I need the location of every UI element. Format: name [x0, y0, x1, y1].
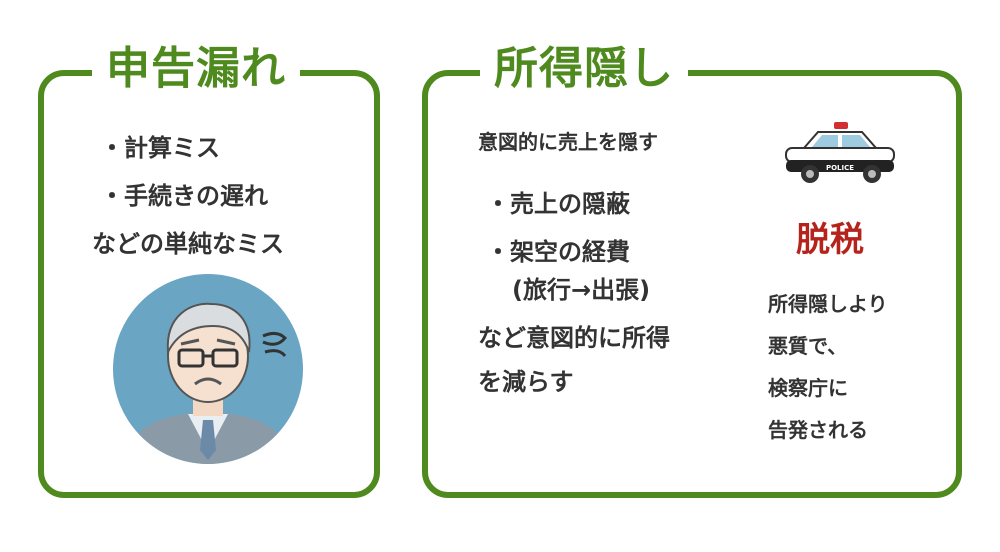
tax-evasion-line-1: 所得隠しより [768, 292, 888, 316]
panel-filing-omission: 申告漏れ ・計算ミス ・手続きの遅れ などの単純なミス [38, 34, 380, 498]
summary-line-1: など意図的に所得 [478, 324, 670, 352]
list-item-calculation-error: ・計算ミス [100, 134, 220, 162]
summary-simple-mistakes: などの単純なミス [92, 230, 284, 258]
police-car-icon: POLICE [782, 120, 898, 192]
summary-line-2: を減らす [478, 368, 574, 396]
worried-man-avatar [113, 274, 303, 468]
intro-intentional-hiding: 意図的に売上を隠す [478, 130, 658, 154]
tax-evasion-line-3: 検察庁に [768, 376, 848, 400]
list-item-travel-note: (旅行→出張) [512, 276, 651, 304]
list-item-procedure-delay: ・手続きの遅れ [100, 182, 268, 210]
tax-evasion-heading: 脱税 [796, 220, 864, 260]
list-item-fake-expenses: ・架空の経費 [486, 238, 630, 266]
list-item-sales-concealment: ・売上の隠蔽 [486, 190, 630, 218]
panel-title-income-concealment: 所得隠し [480, 34, 688, 104]
tax-evasion-line-2: 悪質で、 [768, 334, 848, 358]
panel-title-filing-omission: 申告漏れ [92, 34, 300, 104]
police-label: POLICE [826, 164, 854, 172]
panel-income-concealment: 所得隠し 意図的に売上を隠す ・売上の隠蔽 ・架空の経費 (旅行→出張) など意… [422, 34, 962, 498]
tax-evasion-line-4: 告発される [768, 418, 868, 442]
